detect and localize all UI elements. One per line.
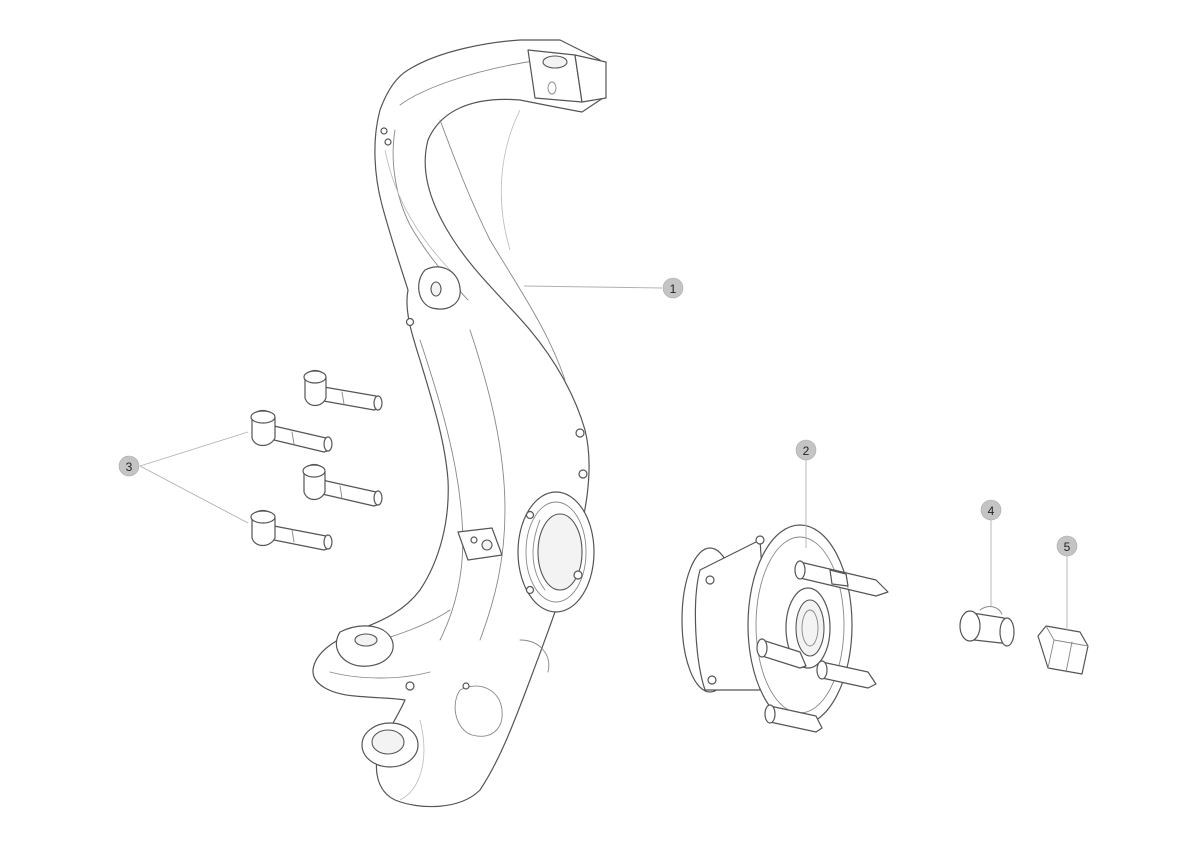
wheel-stud	[816, 660, 877, 689]
flange-bolts	[250, 369, 383, 551]
hub-nut	[1037, 625, 1089, 675]
wheel-hub-bearing	[681, 524, 889, 733]
bolt	[302, 463, 383, 507]
leader-line-3b	[139, 465, 249, 524]
callout-4-label: 4	[988, 504, 995, 518]
wheel-stud	[829, 569, 849, 587]
callout-3: 3	[118, 455, 140, 477]
leader-line-1	[523, 285, 663, 289]
callout-5: 5	[1056, 535, 1078, 557]
bolt	[303, 369, 383, 411]
callout-2-label: 2	[803, 444, 810, 458]
bolt	[250, 409, 333, 453]
callout-2: 2	[795, 439, 817, 461]
wheel-nut	[959, 606, 1015, 647]
callout-1-label: 1	[670, 282, 677, 296]
callout-4: 4	[980, 499, 1002, 521]
leader-line-3a	[139, 431, 249, 467]
steering-knuckle	[312, 39, 607, 808]
bolt	[250, 509, 333, 551]
wheel-stud	[764, 704, 823, 733]
wheel-stud	[756, 638, 807, 669]
callout-5-label: 5	[1064, 540, 1071, 554]
callout-3-label: 3	[126, 460, 133, 474]
callout-1: 1	[662, 277, 684, 299]
leader-lines	[139, 285, 1068, 630]
